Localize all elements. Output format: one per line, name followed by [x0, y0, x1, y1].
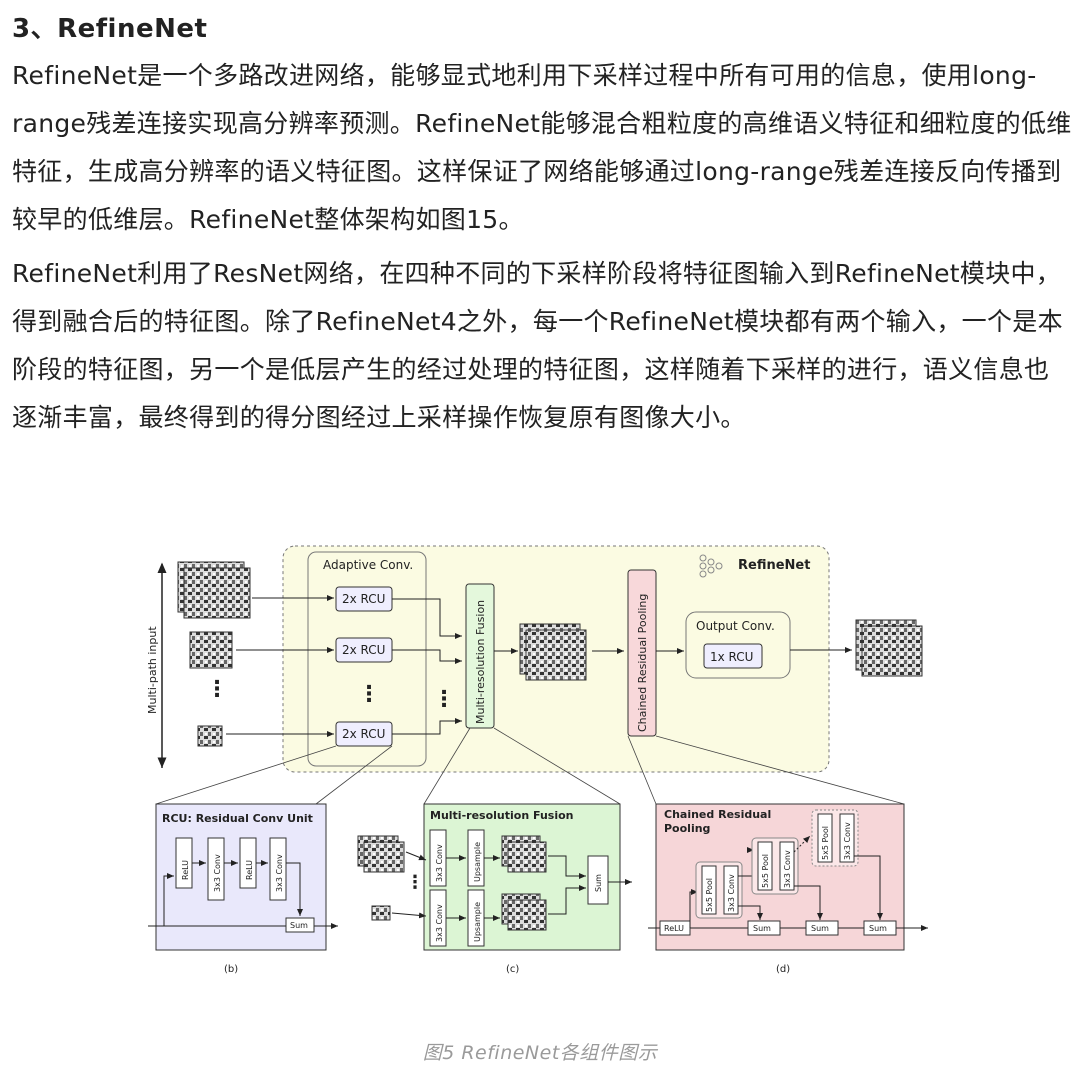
svg-text:⋮: ⋮ [358, 682, 380, 707]
svg-text:1x RCU: 1x RCU [710, 650, 753, 664]
svg-text:(d): (d) [776, 964, 790, 975]
svg-text:2x RCU: 2x RCU [342, 643, 385, 657]
svg-text:⋮: ⋮ [406, 872, 424, 893]
svg-text:ReLU: ReLU [181, 860, 190, 880]
figure-caption: 图5 RefineNet各组件图示 [422, 1042, 658, 1064]
svg-text:3x3 Conv: 3x3 Conv [435, 904, 444, 942]
fusion-mid-image-2 [501, 893, 547, 931]
input-image-4 [197, 725, 223, 747]
svg-text:Upsample: Upsample [473, 902, 482, 942]
refinenet-title: RefineNet [738, 558, 810, 573]
svg-text:5x5 Pool: 5x5 Pool [821, 826, 830, 860]
fusion-block [465, 583, 495, 729]
fusion-input-image-2 [371, 905, 391, 921]
paragraph-details: RefineNet利用了ResNet网络，在四种不同的下采样阶段将特征图输入到R… [12, 259, 1063, 432]
svg-text:ReLU: ReLU [664, 924, 684, 933]
svg-text:Upsample: Upsample [473, 842, 482, 882]
svg-text:(c): (c) [506, 964, 519, 975]
svg-text:Multi-resolution Fusion: Multi-resolution Fusion [430, 809, 573, 822]
svg-text:3x3 Conv: 3x3 Conv [783, 850, 792, 888]
input-dots: ⋮ [206, 677, 228, 702]
svg-text:Sum: Sum [869, 924, 887, 933]
svg-text:5x5 Pool: 5x5 Pool [761, 854, 770, 888]
svg-text:Pooling: Pooling [664, 822, 710, 835]
svg-text:2x RCU: 2x RCU [342, 592, 385, 606]
crp-block [627, 569, 657, 737]
output-image-stack [855, 619, 923, 677]
svg-text:5x5 Pool: 5x5 Pool [705, 878, 714, 912]
section-heading: 3、RefineNet [12, 14, 208, 44]
adaptive-conv-title: Adaptive Conv. [323, 558, 413, 572]
input-image-2 [189, 631, 233, 669]
svg-text:3x3 Conv: 3x3 Conv [727, 874, 736, 912]
svg-text:Multi-resolution Fusion: Multi-resolution Fusion [474, 600, 487, 724]
refinenet-figure: RefineNet Multi-path input ⋮ Adaptive Co… [140, 536, 940, 981]
svg-text:ReLU: ReLU [245, 860, 254, 880]
network-icon [699, 554, 723, 578]
svg-text:3x3 Conv: 3x3 Conv [435, 844, 444, 882]
output-rcu-box [703, 643, 763, 669]
svg-text:Sum: Sum [594, 874, 603, 892]
svg-text:⋮: ⋮ [433, 687, 455, 712]
svg-text:3x3 Conv: 3x3 Conv [275, 854, 284, 892]
refinenet-diagram: RefineNet Multi-path input ⋮ Adaptive Co… [146, 545, 928, 975]
svg-text:Output Conv.: Output Conv. [696, 619, 775, 633]
svg-text:Chained Residual Pooling: Chained Residual Pooling [636, 594, 649, 732]
input-image-stack-1 [177, 561, 251, 619]
svg-text:Sum: Sum [290, 921, 308, 930]
svg-text:Sum: Sum [811, 924, 829, 933]
svg-text:3x3 Conv: 3x3 Conv [843, 822, 852, 860]
multipath-label: Multi-path input [146, 626, 159, 714]
svg-text:3x3 Conv: 3x3 Conv [213, 854, 222, 892]
fused-feature-image [519, 623, 587, 681]
fusion-mid-image-1 [501, 835, 547, 873]
svg-text:Chained Residual: Chained Residual [664, 808, 771, 821]
svg-text:2x RCU: 2x RCU [342, 727, 385, 741]
fusion-input-image-1 [357, 835, 405, 873]
svg-text:(b): (b) [224, 964, 238, 975]
svg-text:RCU: Residual Conv Unit: RCU: Residual Conv Unit [162, 812, 313, 825]
svg-text:Sum: Sum [753, 924, 771, 933]
paragraph-intro: RefineNet是一个多路改进网络，能够显式地利用下采样过程中所有可用的信息，… [12, 61, 1072, 234]
